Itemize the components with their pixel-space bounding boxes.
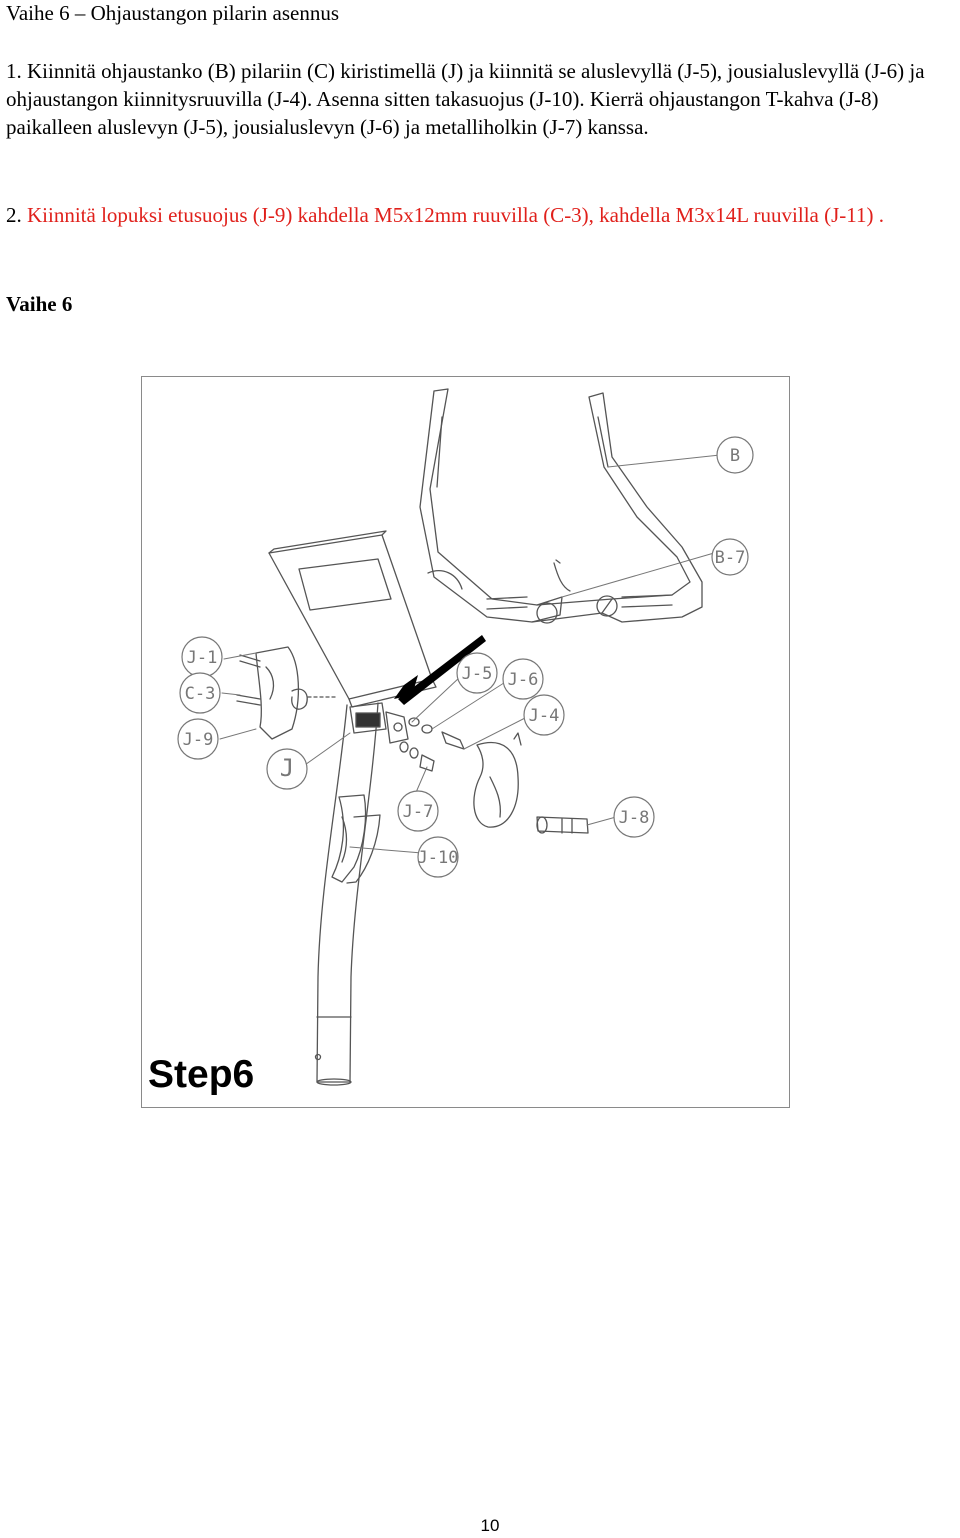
callout-j1: J-1 xyxy=(187,648,218,668)
callout-j5: J-5 xyxy=(462,664,493,684)
assembly-diagram: B B-7 J-1 C-3 J-9 J J-5 J-6 J-4 J-7 J-10… xyxy=(141,376,790,1108)
callout-j9: J-9 xyxy=(183,730,214,750)
instruction-text: Kiinnitä lopuksi etusuojus (J-9) kahdell… xyxy=(27,203,884,227)
front-shroud-drawing xyxy=(236,646,339,740)
document-title: Vaihe 6 – Ohjaustangon pilarin asennus xyxy=(6,1,340,25)
callout-c3: C-3 xyxy=(185,684,216,704)
callout-b: B xyxy=(730,446,740,466)
instruction-step-1: 1. Kiinnitä ohjaustanko (B) pilariin (C)… xyxy=(6,57,956,141)
callout-j: J xyxy=(280,754,294,782)
callout-j7: J-7 xyxy=(403,802,434,822)
assembly-drawing: B B-7 J-1 C-3 J-9 J J-5 J-6 J-4 J-7 J-10… xyxy=(177,388,754,1086)
instruction-number: 2. xyxy=(6,203,22,227)
page-number: 10 xyxy=(480,1516,500,1535)
callout-j4: J-4 xyxy=(529,706,560,726)
callout-j10: J-10 xyxy=(418,848,459,868)
callout-b7: B-7 xyxy=(715,548,746,568)
instruction-step-2: 2. Kiinnitä lopuksi etusuojus (J-9) kahd… xyxy=(6,201,956,229)
step-label: Step6 xyxy=(148,1053,255,1096)
callout-j8: J-8 xyxy=(619,808,650,828)
instruction-number: 1. xyxy=(6,59,22,83)
cover-drawing xyxy=(473,732,522,828)
clamp-drawing xyxy=(349,702,409,744)
post-drawing xyxy=(314,702,379,1086)
instruction-text: Kiinnitä ohjaustanko (B) pilariin (C) ki… xyxy=(6,59,925,139)
phase-label: Vaihe 6 xyxy=(6,292,73,316)
callout-j6: J-6 xyxy=(508,670,539,690)
handlebar-drawing xyxy=(419,388,703,624)
rear-shroud-drawing xyxy=(331,794,381,884)
